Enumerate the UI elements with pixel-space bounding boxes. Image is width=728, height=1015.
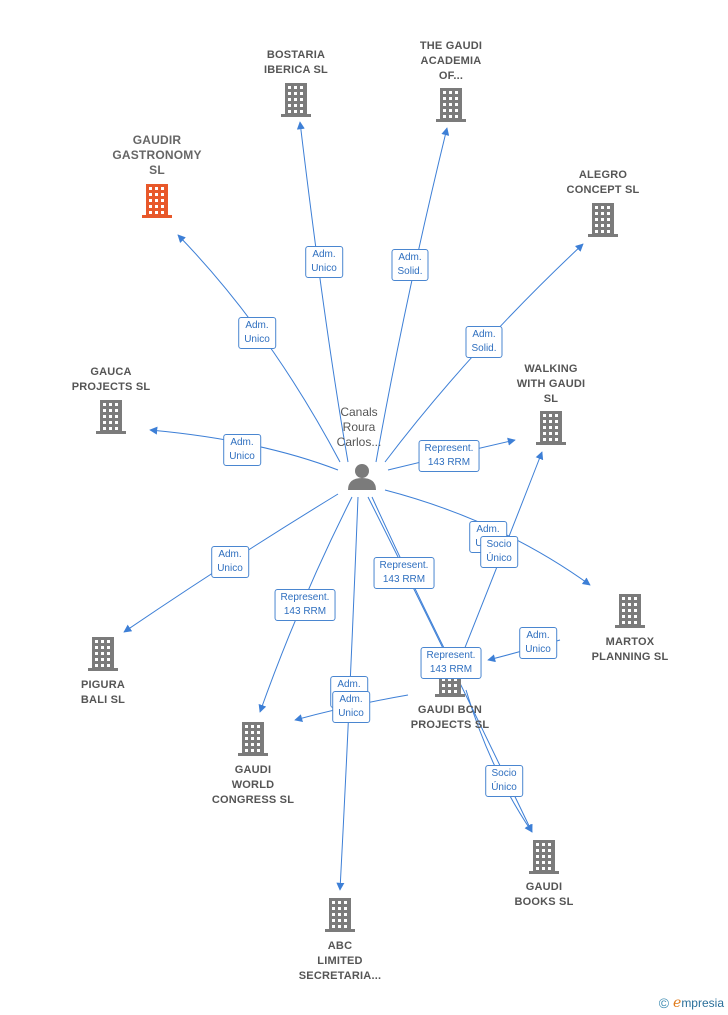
edge-label-bcn-rep2[interactable]: Represent. 143 RRM bbox=[420, 647, 482, 679]
building-icon[interactable] bbox=[529, 840, 559, 874]
company-label-gaudi-world[interactable]: GAUDI WORLD CONGRESS SL bbox=[211, 764, 295, 806]
edge-academia bbox=[375, 127, 450, 463]
company-label-gaudi-bcn[interactable]: GAUDI BCN PROJECTS SL bbox=[410, 704, 490, 731]
edge-label-pigura[interactable]: Adm. Unico bbox=[211, 546, 249, 578]
copyright-icon: © bbox=[658, 995, 670, 1011]
brand-name: mpresia bbox=[681, 996, 724, 1010]
building-icon[interactable] bbox=[281, 83, 311, 117]
person-icon[interactable] bbox=[348, 464, 376, 490]
edge-label-bcn-rep[interactable]: Represent. 143 RRM bbox=[373, 557, 435, 589]
company-label-pigura[interactable]: PIGURA BALI SL bbox=[80, 679, 126, 706]
building-icon[interactable] bbox=[142, 184, 172, 218]
edge-label-abc-2[interactable]: Adm. Unico bbox=[332, 691, 370, 723]
company-label-bostaria[interactable]: BOSTARIA IBERICA SL bbox=[264, 49, 328, 76]
company-label-walking[interactable]: WALKING WITH GAUDI SL bbox=[516, 363, 586, 405]
company-label-alegro[interactable]: ALEGRO CONCEPT SL bbox=[566, 169, 640, 196]
edge-label-walking[interactable]: Represent. 143 RRM bbox=[418, 440, 480, 472]
company-label-abc[interactable]: ABC LIMITED SECRETARIA... bbox=[298, 940, 382, 982]
footer-brand: © empresia bbox=[659, 995, 724, 1011]
building-icon[interactable] bbox=[436, 88, 466, 122]
company-label-gaudir[interactable]: GAUDIR GASTRONOMY SL bbox=[112, 133, 202, 177]
building-icon[interactable] bbox=[536, 411, 566, 445]
building-icon[interactable] bbox=[588, 203, 618, 237]
building-icon[interactable] bbox=[325, 898, 355, 932]
building-icon[interactable] bbox=[238, 722, 268, 756]
company-label-gaudi-books[interactable]: GAUDI BOOKS SL bbox=[514, 881, 574, 908]
edge-label-academia[interactable]: Adm. Solid. bbox=[391, 249, 429, 281]
edge-label-bcn-walking[interactable]: Socio Único bbox=[480, 536, 518, 568]
company-label-gauca[interactable]: GAUCA PROJECTS SL bbox=[71, 366, 151, 393]
edge-bostaria bbox=[296, 121, 349, 463]
edge-label-gaudir[interactable]: Adm. Unico bbox=[238, 317, 276, 349]
building-icon[interactable] bbox=[615, 594, 645, 628]
company-label-martox[interactable]: MARTOX PLANNING SL bbox=[591, 636, 669, 663]
company-label-gaudi-academia[interactable]: THE GAUDI ACADEMIA OF... bbox=[419, 40, 483, 82]
edge-label-gauca[interactable]: Adm. Unico bbox=[223, 434, 261, 466]
edge-label-books[interactable]: Socio Único bbox=[485, 765, 523, 797]
edge-label-alegro[interactable]: Adm. Solid. bbox=[465, 326, 503, 358]
person-label[interactable]: Canals Roura Carlos... bbox=[336, 405, 382, 449]
edge-label-martox-bcn[interactable]: Adm. Unico bbox=[519, 627, 557, 659]
brand-initial: e bbox=[673, 995, 682, 1011]
edge-label-bostaria[interactable]: Adm. Unico bbox=[305, 246, 343, 278]
building-icon[interactable] bbox=[88, 637, 118, 671]
building-icon[interactable] bbox=[96, 400, 126, 434]
edge-label-world[interactable]: Represent. 143 RRM bbox=[274, 589, 336, 621]
